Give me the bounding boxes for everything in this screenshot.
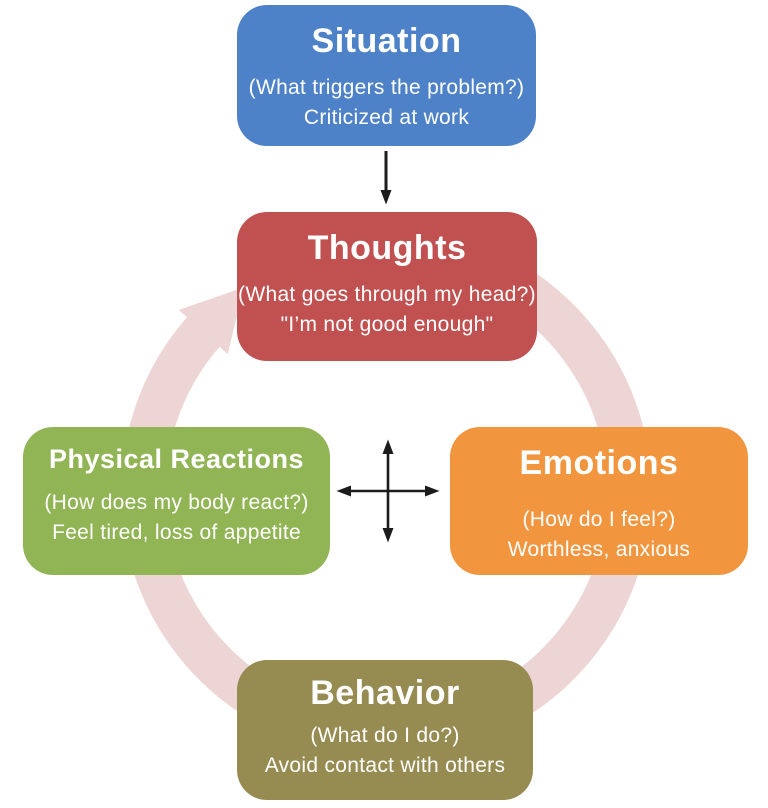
node-title: Emotions	[519, 444, 679, 482]
node-example: Avoid contact with others	[264, 754, 506, 778]
node-example: "I’m not good enough"	[280, 313, 494, 337]
node-situation: Situation (What triggers the problem?) C…	[237, 5, 536, 146]
node-example: Feel tired, loss of appetite	[52, 521, 301, 545]
node-emotions: Emotions (How do I feel?) Worthless, anx…	[450, 427, 748, 575]
node-title: Behavior	[310, 674, 460, 712]
node-question: (What do I do?)	[310, 724, 460, 748]
node-question: (How do I feel?)	[522, 508, 676, 532]
node-question: (What goes through my head?)	[238, 283, 536, 307]
node-title: Thoughts	[307, 229, 467, 267]
node-physical-reactions: Physical Reactions (How does my body rea…	[23, 427, 330, 575]
node-question: (How does my body react?)	[44, 491, 309, 515]
node-example: Criticized at work	[303, 106, 470, 130]
interconnection-cross-arrows	[336, 439, 440, 543]
node-title: Physical Reactions	[48, 444, 305, 474]
node-question: (What triggers the problem?)	[248, 76, 525, 100]
node-title: Situation	[311, 22, 462, 60]
node-thoughts: Thoughts (What goes through my head?) "I…	[237, 212, 537, 361]
node-behavior: Behavior (What do I do?) Avoid contact w…	[237, 660, 533, 800]
node-example: Worthless, anxious	[507, 538, 691, 562]
